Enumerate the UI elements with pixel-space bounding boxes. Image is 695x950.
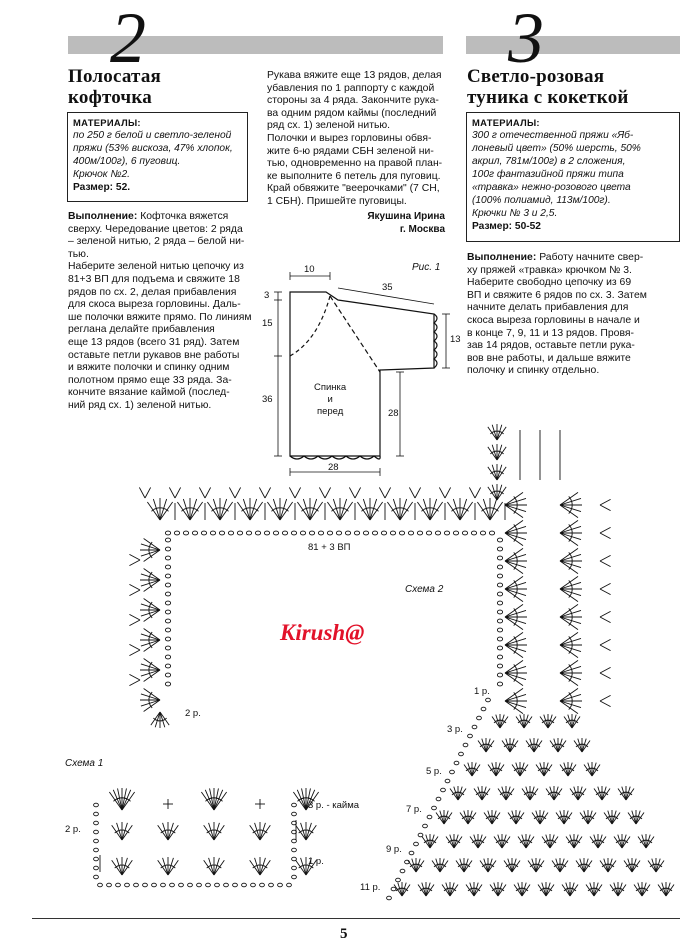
left-materials-box: МАТЕРИАЛЫ: по 250 г белой и светло-зелен… [67, 112, 248, 202]
right-exec-text: Выполнение: Работу начните свер- ху пряж… [467, 252, 682, 378]
scheme1-row2: 2 р. [65, 824, 81, 835]
scheme2-row-label: 2 р. [185, 708, 201, 719]
scheme1-row3: 3 р. - кайма [308, 800, 360, 811]
left-exec-body: Кофточка вяжется сверху. Чередование цве… [68, 211, 252, 411]
scheme3-row-label-3: 3 р. [447, 724, 463, 735]
figure1-dim-top: 10 [304, 264, 315, 275]
right-title-line2: туника с кокеткой [467, 87, 629, 108]
right-title-line1: Светло-розовая [467, 66, 605, 87]
figure1-body-label: Спинка и перед [314, 382, 347, 417]
right-exec-label: Выполнение: [467, 252, 537, 263]
left-header-bar [68, 36, 443, 54]
left-title-line1: Полосатая [68, 66, 162, 87]
left-materials-text: по 250 г белой и светло-зеленой пряжи (5… [73, 130, 233, 180]
scheme3-row-label-7: 7 р. [406, 804, 422, 815]
scheme3-row-label-5: 5 р. [426, 766, 442, 777]
right-title: Светло-розовая туника с кокеткой [467, 66, 629, 108]
figure1-dim-15: 15 [262, 318, 273, 329]
author-name: Якушина Ирина г. Москва [300, 211, 445, 236]
author-name-line: Якушина Ирина [367, 211, 445, 222]
scheme2-caption: Схема 2 [405, 584, 444, 595]
figure1-dim-3: 3 [264, 290, 270, 301]
page-number: 5 [340, 926, 348, 942]
figure1-dim-36: 36 [262, 394, 273, 405]
left-exec-label: Выполнение: [68, 211, 138, 222]
scheme1-caption: Схема 1 [65, 758, 104, 769]
right-section-number: 3 [508, 0, 544, 78]
figure1-dim-28-bottom: 28 [328, 462, 339, 473]
scheme3-row-label-11: 11 р. [360, 882, 381, 893]
scheme3-row-label-1: 1 р. [474, 686, 490, 697]
figure1-dim-13: 13 [450, 334, 461, 345]
right-materials-text: 300 г отечественной пряжи «Яб- лоневый ц… [472, 130, 641, 219]
author-city: г. Москва [399, 223, 445, 235]
left-title-line2: кофточка [68, 87, 152, 108]
scheme3-row-label-9: 9 р. [386, 844, 402, 855]
footer-rule [32, 918, 680, 920]
right-materials-head: МАТЕРИАЛЫ: [472, 117, 540, 128]
figure1-dim-28-side: 28 [388, 408, 399, 419]
left-title: Полосатая кофточка [68, 66, 161, 108]
left-materials-head: МАТЕРИАЛЫ: [73, 117, 141, 128]
figure1-caption: Рис. 1 [412, 262, 441, 273]
left-size: Размер: 52. [73, 182, 131, 193]
scheme1-row1: 1 р. [308, 856, 324, 867]
figure1-dim-sleeve: 35 [382, 282, 393, 293]
right-header-bar [466, 36, 680, 54]
scheme2-chain-label: 81 + 3 ВП [308, 542, 351, 553]
middle-text: Рукава вяжите еще 13 рядов, делая убавле… [267, 70, 443, 207]
right-size: Размер: 50-52 [472, 221, 541, 232]
right-materials-box: МАТЕРИАЛЫ: 300 г отечественной пряжи «Яб… [466, 112, 680, 242]
left-section-number: 2 [110, 0, 146, 78]
left-exec-text: Выполнение: Кофточка вяжется сверху. Чер… [68, 211, 258, 413]
right-exec-body: Работу начните свер- ху пряжей «травка» … [467, 252, 647, 377]
watermark: Kirush@ [280, 620, 365, 645]
